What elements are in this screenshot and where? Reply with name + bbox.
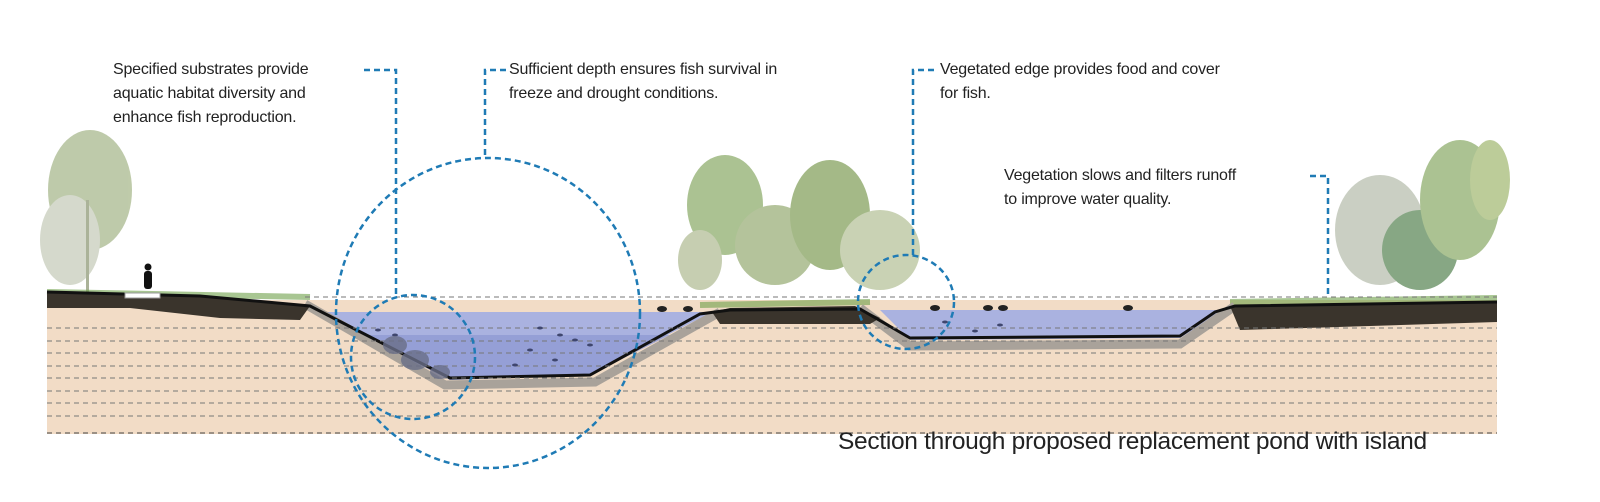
pond-water-island <box>880 310 1225 340</box>
circle-depth <box>334 156 642 470</box>
annotation-substrates: Specified substrates provide aquatic hab… <box>113 58 309 130</box>
leader-edge <box>911 68 934 256</box>
boardwalk <box>124 292 161 299</box>
annotation-line: Sufficient depth ensures fish survival i… <box>509 61 778 78</box>
rocks <box>383 336 450 379</box>
annotation-line: for fish. <box>940 85 991 102</box>
tree-left <box>40 130 132 295</box>
annotation-line: enhance fish reproduction. <box>113 109 297 126</box>
annotation-line: aquatic habitat diversity and <box>113 85 306 102</box>
ducks <box>657 305 1133 312</box>
topsoil-right <box>1230 302 1497 330</box>
leader-depth <box>483 68 506 158</box>
annotation-line: to improve water quality. <box>1004 191 1172 208</box>
diagram-title: Section through proposed replacement pon… <box>838 428 1427 455</box>
circle-edge <box>856 253 956 351</box>
trees <box>40 130 1510 295</box>
leader-runoff <box>1310 174 1330 296</box>
annotation-depth: Sufficient depth ensures fish survival i… <box>509 58 777 106</box>
callouts <box>334 68 1330 470</box>
circle-substrates <box>349 293 477 421</box>
annotation-line: Vegetation slows and filters runoff <box>1004 167 1236 184</box>
annotation-runoff: Vegetation slows and filters runoff to i… <box>1004 164 1236 212</box>
annotation-line: Vegetated edge provides food and cover <box>940 61 1220 78</box>
ground-profile <box>46 290 1498 380</box>
annotation-edge: Vegetated edge provides food and cover f… <box>940 58 1220 106</box>
leader-substrates <box>364 68 398 296</box>
person-silhouette <box>144 263 152 289</box>
strata-lines <box>47 296 1497 434</box>
annotation-line: freeze and drought conditions. <box>509 85 719 102</box>
tree-island <box>678 155 920 290</box>
fish <box>375 320 1003 367</box>
tree-right <box>1335 140 1510 290</box>
topsoil-left <box>47 292 310 320</box>
annotation-line: Specified substrates provide <box>113 61 309 78</box>
substrate-liner <box>302 300 1238 390</box>
